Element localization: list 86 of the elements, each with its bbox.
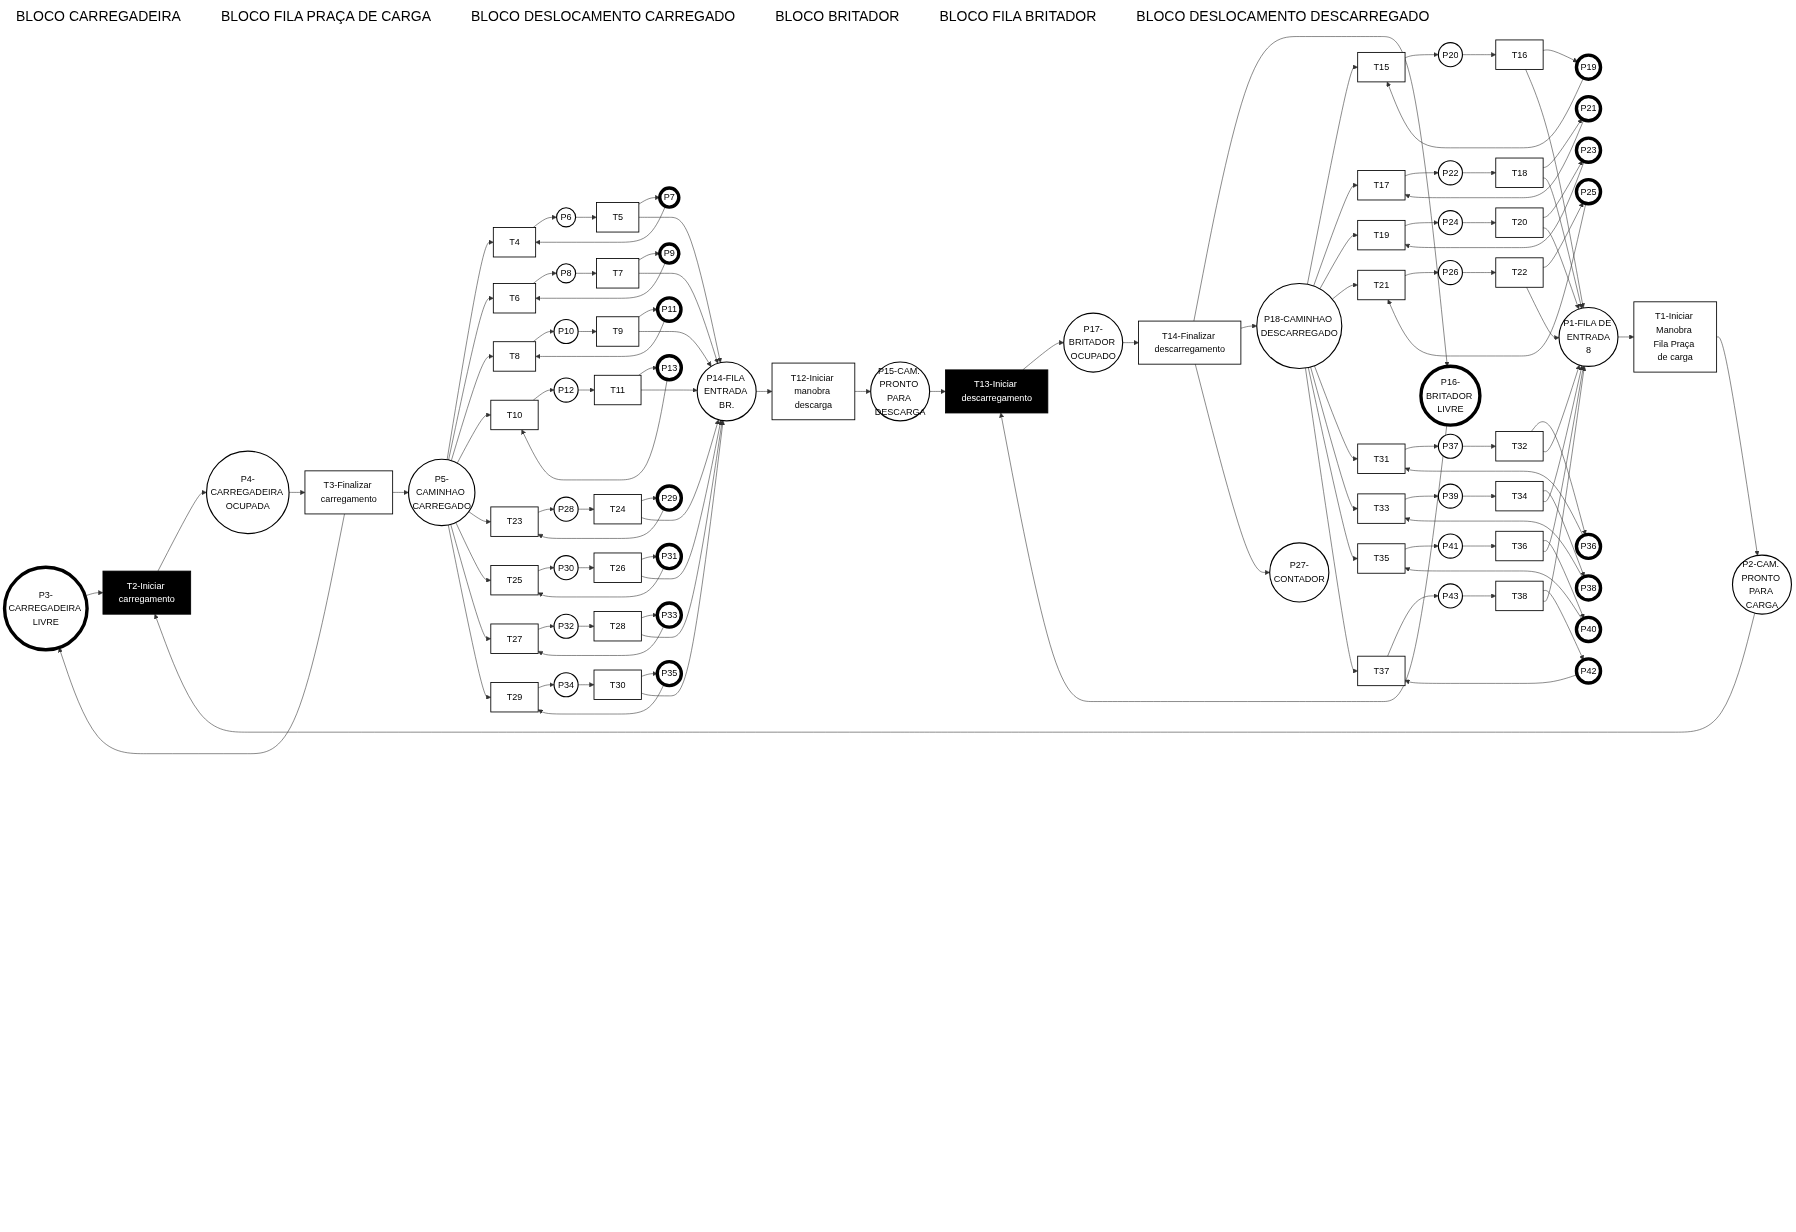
node-circle: P18-CAMINHAO DESCARREGADO [1256, 282, 1343, 370]
node-circle: P22 [1437, 160, 1463, 186]
node-box: T5 [596, 202, 640, 233]
node-circle: P33 [655, 601, 684, 629]
node-circle: P11 [655, 296, 683, 323]
node-box: T7 [596, 258, 640, 289]
node-circle: P28 [553, 496, 579, 522]
node-box: T15 [1357, 52, 1406, 83]
node-circle: P7 [658, 186, 681, 209]
node-circle: P19 [1574, 53, 1603, 81]
node-box: T32 [1495, 431, 1544, 462]
node-box: T4 [492, 227, 537, 258]
node-circle: P5-CAMINHAO CARREGADO [407, 458, 476, 527]
node-box: T22 [1495, 257, 1544, 288]
node-box: T36 [1495, 530, 1544, 562]
node-box: T1-Iniciar Manobra Fila Praça de carga [1633, 301, 1718, 373]
node-circle: P39 [1437, 483, 1463, 509]
node-box: T38 [1495, 580, 1544, 612]
node-circle: P6 [556, 207, 577, 228]
node-circle: P20 [1437, 42, 1463, 68]
node-box: T30 [593, 669, 642, 700]
node-circle: P27-CONTADOR [1269, 542, 1330, 603]
node-box: T18 [1495, 157, 1544, 188]
node-box: T37 [1357, 655, 1406, 687]
node-circle: P12 [553, 377, 579, 403]
node-circle: P30 [553, 555, 579, 581]
node-box: T3-Finalizar carregamento [304, 470, 394, 515]
node-box: T10 [490, 399, 539, 431]
node-circle: P32 [553, 613, 579, 639]
node-circle: P31 [655, 542, 684, 571]
node-circle: P17-BRITADOR OCUPADO [1063, 312, 1124, 373]
node-box: T24 [593, 494, 642, 525]
block-heading: BLOCO FILA BRITADOR [939, 8, 1097, 24]
node-circle: P13 [655, 354, 684, 382]
node-box: T12-Iniciar manobra descarga [771, 362, 856, 421]
node-box: T31 [1357, 443, 1406, 474]
block-heading: BLOCO FILA PRAÇA DE CARGA [220, 8, 431, 24]
node-circle: P25 [1574, 177, 1603, 206]
node-circle: P3-CARREGADEIRA LIVRE [2, 565, 89, 652]
node-circle: P2-CAM. PRONTO PARA CARGA [1731, 554, 1792, 615]
node-box: T28 [593, 611, 642, 642]
node-circle: P21 [1574, 94, 1603, 123]
node-box: T17 [1357, 170, 1406, 201]
block-heading: BLOCO BRITADOR [775, 8, 900, 24]
node-circle: P41 [1437, 533, 1463, 559]
node-box: T27 [490, 623, 539, 654]
node-circle: P4-CARREGADEIRA OCUPADA [205, 450, 290, 535]
node-circle: P16-BRITADOR LIVRE [1419, 364, 1482, 427]
node-circle: P1-FILA DE ENTRADA 8 [1558, 306, 1619, 367]
node-box: T8 [492, 341, 537, 372]
node-circle: P14-FILA ENTRADA BR. [696, 361, 757, 422]
node-box: T33 [1357, 493, 1406, 524]
node-circle: P35 [655, 659, 684, 688]
block-heading: BLOCO DESLOCAMENTO DESCARREGADO [1136, 8, 1430, 24]
node-box: T19 [1357, 219, 1406, 251]
node-box: T29 [490, 682, 539, 713]
node-circle: P8 [556, 263, 577, 284]
node-box: T26 [593, 552, 642, 583]
node-box: T16 [1495, 39, 1544, 70]
node-circle: P42 [1574, 657, 1603, 685]
node-circle: P29 [655, 484, 684, 512]
node-circle: P40 [1574, 615, 1603, 644]
block-heading: BLOCO CARREGADEIRA [16, 8, 181, 24]
node-box: T23 [490, 506, 539, 537]
node-box: T21 [1357, 269, 1406, 301]
node-circle: P36 [1574, 532, 1603, 561]
node-circle: P43 [1437, 583, 1463, 609]
node-box: T25 [490, 565, 539, 596]
node-box: T13-Iniciar descarregamento [945, 369, 1049, 414]
node-circle: P23 [1574, 136, 1603, 164]
node-circle: P10 [553, 318, 579, 345]
node-circle: P24 [1437, 210, 1463, 236]
node-box: T2-Iniciar carregamento [102, 570, 192, 615]
node-circle: P38 [1574, 574, 1603, 602]
node-box: T35 [1357, 543, 1406, 574]
node-circle: P9 [658, 242, 681, 265]
node-box: T20 [1495, 207, 1544, 238]
block-heading: BLOCO DESLOCAMENTO CARREGADO [471, 8, 736, 24]
node-box: T11 [593, 374, 642, 406]
node-circle: P26 [1437, 259, 1463, 286]
node-box: T14-Finalizar descarregamento [1138, 320, 1242, 365]
node-box: T6 [492, 283, 537, 314]
node-circle: P34 [553, 672, 579, 698]
node-box: T9 [596, 316, 640, 347]
node-box: T34 [1495, 480, 1544, 512]
node-circle: P37 [1437, 433, 1463, 459]
